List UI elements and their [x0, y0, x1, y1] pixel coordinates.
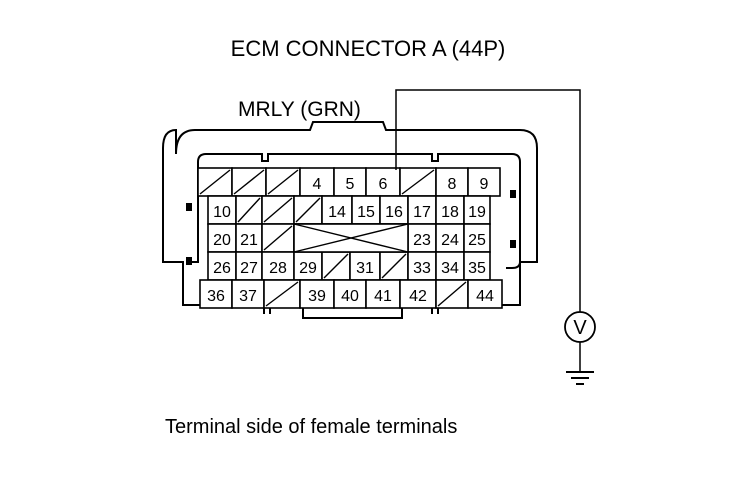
- pin-cell-blank: [265, 167, 301, 197]
- pin-cell: 31: [349, 251, 381, 281]
- pin-cell: 17: [407, 195, 437, 225]
- pin-cell-blank: [435, 279, 469, 309]
- pin-number: 17: [413, 204, 431, 221]
- pin-cell: 23: [407, 223, 437, 253]
- pin-cell-blank: [261, 195, 295, 225]
- pin-number: 28: [269, 260, 287, 277]
- pin-number: 4: [313, 176, 322, 193]
- pin-number: 29: [299, 260, 317, 277]
- pin-cell: 16: [379, 195, 409, 225]
- pin-number: 16: [385, 204, 403, 221]
- pin-number: 9: [480, 176, 489, 193]
- pin-cell: 40: [333, 279, 367, 309]
- pin-cell: 42: [399, 279, 437, 309]
- pin-cell: 8: [435, 167, 469, 197]
- pin-number: 5: [346, 176, 355, 193]
- pin-cell-blank: [235, 195, 263, 225]
- blank-block-cross: [293, 223, 409, 253]
- pin-cell: 15: [351, 195, 381, 225]
- pin-number: 25: [468, 232, 486, 249]
- pin-cell-blank: [197, 167, 233, 197]
- pin-cell: 29: [293, 251, 323, 281]
- pin-cell: 34: [435, 251, 465, 281]
- pin-cell: 18: [435, 195, 465, 225]
- pin-number: 39: [308, 288, 326, 305]
- pin-cell-blank: [261, 223, 295, 253]
- pin-number: 40: [341, 288, 359, 305]
- latch-mark: [510, 190, 516, 198]
- pin-cell: 19: [463, 195, 491, 225]
- pin-number: 15: [357, 204, 375, 221]
- pin-number: 8: [448, 176, 457, 193]
- pin-cell: 20: [207, 223, 237, 253]
- pin-cell-blank: [321, 251, 351, 281]
- pin-cell: 4: [299, 167, 335, 197]
- pin-cell: 9: [467, 167, 501, 197]
- pin-number: 10: [213, 204, 231, 221]
- pin-cell: 41: [365, 279, 401, 309]
- connector-face-left: [190, 162, 199, 263]
- pin-number: 37: [239, 288, 257, 305]
- pin-number: 33: [413, 260, 431, 277]
- pin-cell: 25: [463, 223, 491, 253]
- pin-cell-blank: [379, 251, 409, 281]
- pin-cell: 6: [365, 167, 401, 197]
- pin-cell: 26: [207, 251, 237, 281]
- pin-cell: 5: [333, 167, 367, 197]
- pin-cell: 36: [199, 279, 233, 309]
- pin-number: 26: [213, 260, 231, 277]
- pin-cell-blank: [399, 167, 437, 197]
- pin-number: 18: [441, 204, 459, 221]
- pin-cell-blank: [263, 279, 301, 309]
- connector-face: [197, 153, 521, 269]
- pin-cell: 28: [261, 251, 295, 281]
- pin-number: 14: [328, 204, 346, 221]
- pin-cell: 10: [207, 195, 237, 225]
- wire-label: MRLY (GRN): [238, 98, 361, 121]
- diagram-title: ECM CONNECTOR A (44P): [230, 36, 506, 61]
- pin-cell: 35: [463, 251, 491, 281]
- pin-cell: 21: [235, 223, 263, 253]
- pin-number: 36: [207, 288, 225, 305]
- pin-cell: 33: [407, 251, 437, 281]
- probe-wire: [395, 89, 581, 312]
- pin-grid: 4 5 6 8 9 10 14 15 16 17 18 19 20 21 23 24 25 26 27 28 29 31 3…: [197, 167, 503, 309]
- diagram-caption: Terminal side of female terminals: [165, 416, 458, 438]
- pin-number: 23: [413, 232, 431, 249]
- voltmeter-icon: V: [564, 311, 596, 343]
- connector-housing: [162, 121, 538, 319]
- pin-number: 24: [441, 232, 459, 249]
- pin-number: 19: [468, 204, 486, 221]
- pin-number: 41: [374, 288, 392, 305]
- ground-icon: [566, 371, 594, 385]
- pin-number: 21: [240, 232, 258, 249]
- pin-cell-blank: [293, 195, 323, 225]
- pin-cell: 27: [235, 251, 263, 281]
- latch-mark: [186, 257, 192, 265]
- pin-number: 35: [468, 260, 486, 277]
- pin-cell-blank: [231, 167, 267, 197]
- pin-number: 34: [441, 260, 459, 277]
- latch-mark: [186, 203, 192, 211]
- pin-number: 42: [409, 288, 427, 305]
- pin-cell: 14: [321, 195, 353, 225]
- pin-cell: 37: [231, 279, 265, 309]
- svg-text:V: V: [573, 317, 587, 339]
- latch-mark: [510, 240, 516, 248]
- pin-cell: 39: [299, 279, 335, 309]
- pin-number: 6: [379, 176, 388, 193]
- pin-number: 20: [213, 232, 231, 249]
- pin-number: 44: [476, 288, 494, 305]
- pin-number: 27: [240, 260, 258, 277]
- pin-cell: 44: [467, 279, 503, 309]
- pin-cell: 24: [435, 223, 465, 253]
- pin-number: 31: [356, 260, 374, 277]
